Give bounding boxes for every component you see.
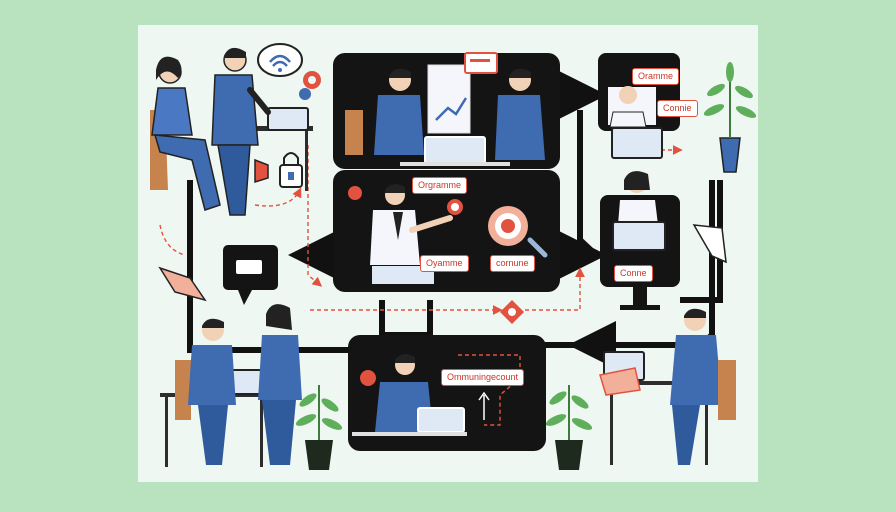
megaphone-icon: [254, 158, 269, 184]
bottom-plants: [295, 385, 593, 470]
plant-pot-icon: [555, 440, 583, 470]
label-oyamme: Oyamme: [420, 255, 469, 272]
label-orgramme: Orgramme: [412, 177, 468, 194]
label-conne: Conne: [614, 265, 653, 282]
center-connector: [379, 300, 433, 338]
magnifier-icon: [527, 237, 548, 258]
right-inner-line: [680, 180, 723, 303]
envelope-icon: [599, 367, 641, 396]
top-left-team: [150, 43, 321, 216]
label-oramme: Oramme: [632, 68, 680, 85]
right-vertical-line: [577, 110, 599, 258]
laptop-icon: [267, 107, 309, 131]
laptop-icon: [611, 127, 663, 159]
wifi-bubble-icon: [257, 43, 303, 77]
plant-pot-icon: [719, 137, 741, 173]
plant-pot-icon: [305, 440, 333, 470]
bottom-center-panel: [348, 335, 546, 451]
red-badge-icon: [348, 186, 362, 200]
laptop-icon: [612, 221, 666, 251]
bottom-right-worker: [599, 308, 736, 465]
red-arrow-icon: [158, 266, 207, 302]
user-icon: [299, 88, 311, 100]
top-center-panel: [333, 52, 560, 169]
laptop-icon: [424, 136, 486, 164]
tablet-icon: [372, 266, 434, 284]
message-icon: [464, 52, 498, 74]
chat-bubble: [223, 245, 278, 305]
document-chart-icon: [427, 64, 471, 134]
laptop-icon: [417, 407, 465, 433]
label-cornune: cornune: [490, 255, 535, 272]
security-icons: [254, 152, 303, 188]
label-connie: Connie: [657, 100, 698, 117]
label-ommuningecount: Ommuningecount: [441, 369, 525, 386]
arrow-shape-icon: [692, 224, 727, 264]
red-badge-icon: [360, 370, 376, 386]
bottom-left-team: [160, 304, 302, 467]
